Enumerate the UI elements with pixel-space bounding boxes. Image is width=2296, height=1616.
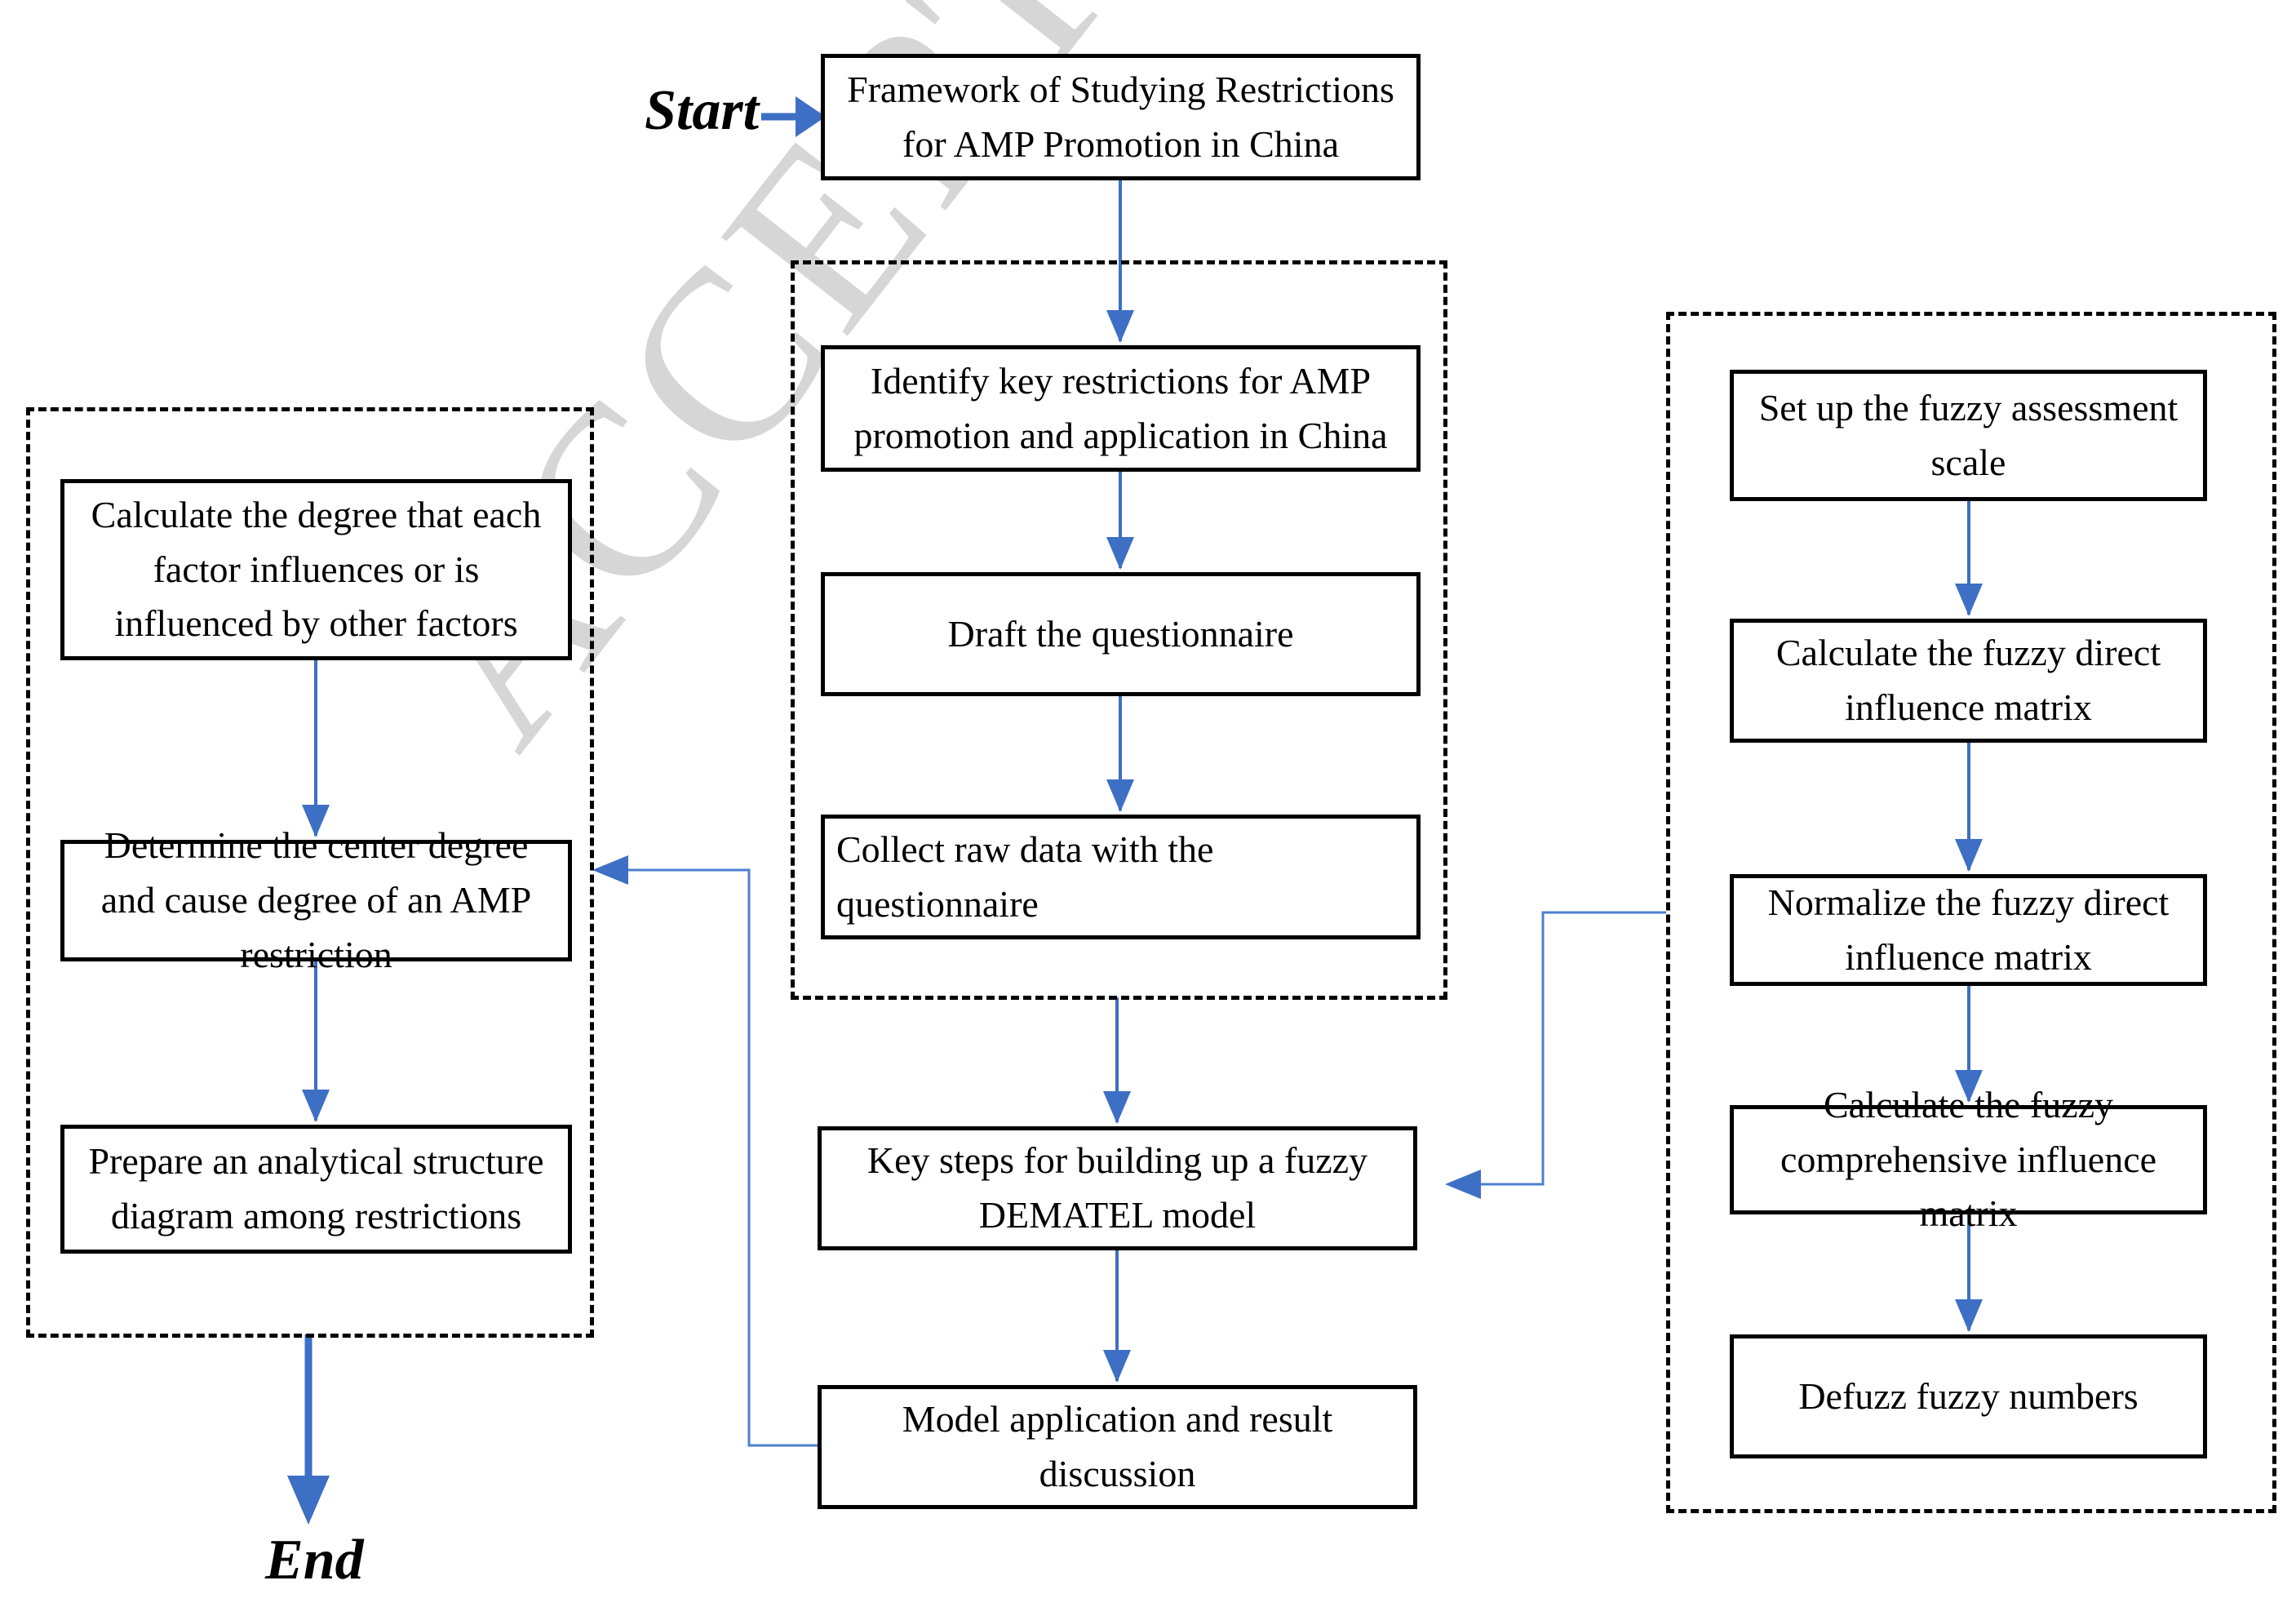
node-draft: Draft the questionnaire [821,572,1421,696]
node-comprehensive: Calculate the fuzzy comprehensive influe… [1730,1084,2207,1234]
node-model-application-label: Model application and result discussion [902,1398,1333,1494]
right-dashed-group [1666,312,2276,1513]
node-framework-label: Framework of Studying Restrictions for A… [847,68,1394,165]
arrowhead [1103,1350,1131,1383]
node-center-degree: Determine the center degree and cause de… [60,824,572,975]
arrowhead [592,855,628,885]
node-identify: Identify key restrictions for AMP promot… [821,345,1421,472]
node-fuzzy-scale: Set up the fuzzy assessment scale [1730,370,2207,501]
node-key-steps: Key steps for building up a fuzzy DEMATE… [818,1126,1417,1250]
node-fuzzy-direct: Calculate the fuzzy direct influence mat… [1730,619,2207,743]
connector-right-group-to-keysteps [1449,911,1666,1186]
node-draft-label: Draft the questionnaire [947,612,1294,655]
node-prepare-diagram-label: Prepare an analytical structure diagram … [88,1140,544,1236]
node-comprehensive-label: Calculate the fuzzy comprehensive influe… [1780,1083,2157,1235]
end-label: End [265,1529,364,1592]
center-dashed-group [791,260,1447,1000]
node-normalize-label: Normalize the fuzzy direct influence mat… [1767,881,2170,978]
connector-model-to-center [597,868,818,1447]
node-identify-label: Identify key restrictions for AMP promot… [853,359,1388,456]
start-label: Start [645,79,760,142]
left-dashed-group [26,407,594,1338]
arrowhead [1445,1170,1481,1199]
end-arrowhead [287,1476,330,1525]
node-calculate-degree-label: Calculate the degree that each factor in… [91,493,542,645]
node-normalize: Normalize the fuzzy direct influence mat… [1730,874,2207,986]
node-fuzzy-direct-label: Calculate the fuzzy direct influence mat… [1775,632,2161,728]
arrowhead [1103,1091,1131,1124]
node-defuzz: Defuzz fuzzy numbers [1730,1334,2207,1458]
node-defuzz-label: Defuzz fuzzy numbers [1798,1374,2139,1417]
node-fuzzy-scale-label: Set up the fuzzy assessment scale [1758,386,2179,483]
node-center-degree-label: Determine the center degree and cause de… [100,824,532,975]
node-collect-label: Collect raw data with the questionnaire [836,828,1214,925]
node-prepare-diagram: Prepare an analytical structure diagram … [60,1125,572,1254]
node-key-steps-label: Key steps for building up a fuzzy DEMATE… [867,1139,1368,1236]
node-collect: Collect raw data with the questionnaire [821,815,1421,939]
node-model-application: Model application and result discussion [818,1385,1417,1509]
node-framework: Framework of Studying Restrictions for A… [821,54,1421,180]
node-calculate-degree: Calculate the degree that each factor in… [60,479,572,660]
